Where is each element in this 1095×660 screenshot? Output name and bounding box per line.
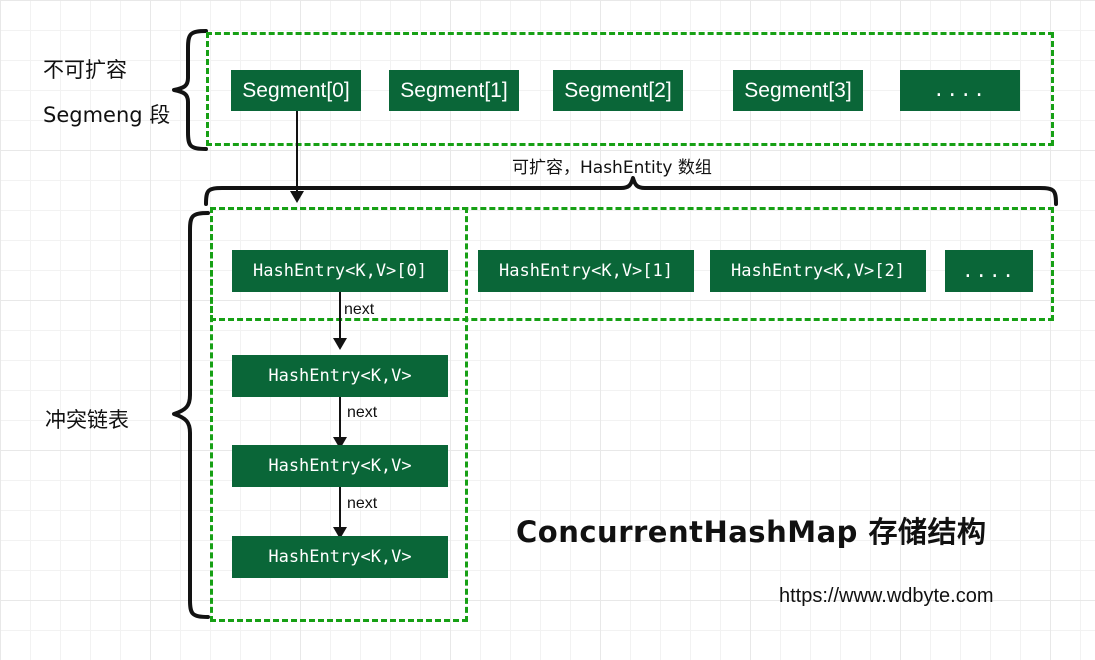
segment-box-ellipsis: .... <box>900 70 1020 111</box>
segment-box-2[interactable]: Segment[2] <box>553 70 683 111</box>
chain-connector-line-3 <box>339 487 341 531</box>
segment-to-array-arrowhead <box>290 191 304 203</box>
segment-array-group-outline <box>206 32 1054 146</box>
diagram-title: ConcurrentHashMap 存储结构 <box>516 515 987 549</box>
hashentity-array-brace <box>204 176 1058 206</box>
chain-connector-line-2 <box>339 397 341 441</box>
next-label-1: next <box>344 301 375 318</box>
next-label-3: next <box>347 495 378 512</box>
hashentry-array-box-1[interactable]: HashEntry<K,V>[1] <box>478 250 694 292</box>
chain-node-1[interactable]: HashEntry<K,V> <box>232 445 448 487</box>
chain-node-0[interactable]: HashEntry<K,V> <box>232 355 448 397</box>
next-label-2: next <box>347 404 378 421</box>
chain-arrowhead-1 <box>333 338 347 350</box>
source-url: https://www.wdbyte.com <box>779 585 994 607</box>
array-group-label: 可扩容，HashEntity 数组 <box>512 158 712 178</box>
segment-box-3[interactable]: Segment[3] <box>733 70 863 111</box>
hashentry-array-box-ellipsis: .... <box>945 250 1033 292</box>
segment-group-label-line1: 不可扩容 <box>43 58 127 82</box>
collision-chain-group-outline <box>210 207 468 622</box>
collision-chain-label: 冲突链表 <box>45 408 129 432</box>
hashentry-array-box-0[interactable]: HashEntry<K,V>[0] <box>232 250 448 292</box>
collision-chain-brace <box>172 211 210 619</box>
chain-connector-line-1 <box>339 292 341 342</box>
chain-node-2[interactable]: HashEntry<K,V> <box>232 536 448 578</box>
segment-box-0[interactable]: Segment[0] <box>231 70 361 111</box>
segment-to-array-connector-line <box>296 111 298 196</box>
segment-group-brace <box>172 29 208 151</box>
segment-box-1[interactable]: Segment[1] <box>389 70 519 111</box>
hashentry-array-box-2[interactable]: HashEntry<K,V>[2] <box>710 250 926 292</box>
segment-group-label-line2: Segmeng 段 <box>43 103 171 127</box>
